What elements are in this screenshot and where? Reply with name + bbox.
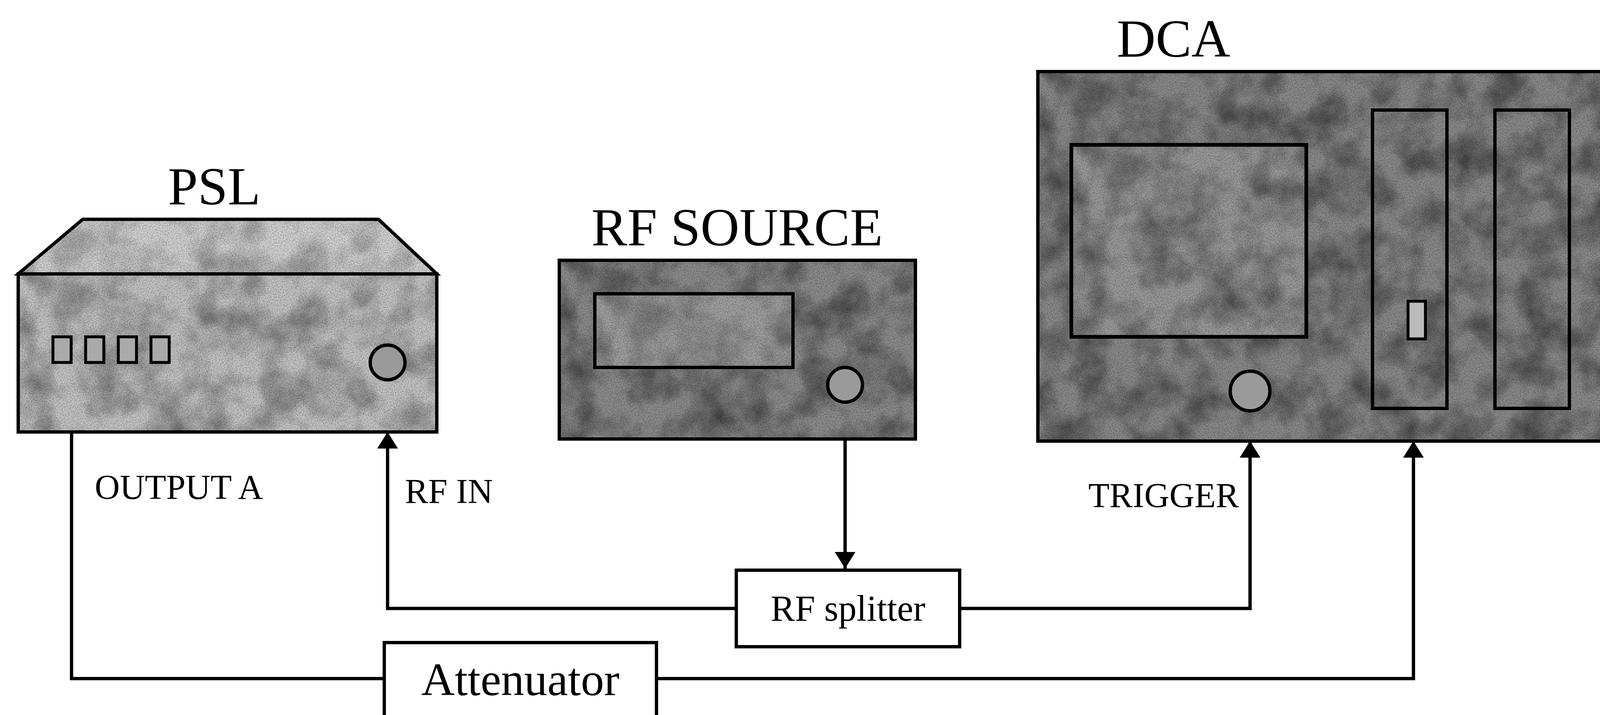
panel-grain — [559, 260, 916, 439]
port-label: OUTPUT A — [94, 467, 264, 508]
panel-grain — [18, 219, 437, 274]
panel-fill — [18, 273, 437, 432]
splitter-box: RF splitter — [734, 568, 962, 649]
cable — [961, 440, 1251, 609]
psl-front — [18, 273, 437, 432]
rf-output-connector — [827, 367, 863, 403]
panel-texture — [559, 260, 916, 439]
optical-input — [1408, 301, 1426, 339]
psl-top — [18, 219, 437, 274]
panel-texture — [1037, 71, 1600, 441]
rf-source-instrument-drawing — [559, 260, 916, 439]
output-port — [52, 336, 72, 363]
instrument-name: PSL — [167, 156, 261, 216]
instrument-name: RF SOURCE — [591, 197, 883, 257]
panel-fill — [1071, 144, 1307, 337]
panel-grain — [594, 293, 793, 368]
instrument-name: DCA — [1116, 9, 1231, 69]
panel-texture — [594, 293, 793, 368]
rf-source-instrument: RF SOURCE — [559, 260, 916, 439]
panel-grain — [1037, 71, 1600, 441]
psl-instrument-drawing — [18, 219, 437, 432]
rf-display — [594, 293, 793, 368]
dca-outline — [1037, 71, 1600, 441]
port-label: TRIGGER — [1088, 475, 1239, 516]
dca-screen — [1071, 144, 1307, 337]
panel-fill — [18, 219, 437, 274]
panel-texture — [18, 219, 437, 274]
panel-grain — [18, 273, 437, 432]
psl-top-outline — [18, 219, 437, 274]
cable — [71, 431, 383, 679]
trigger-connector — [1230, 371, 1270, 411]
panel-grain — [1071, 144, 1307, 337]
box-text: Attenuator — [421, 652, 620, 707]
output-port — [150, 336, 170, 363]
rf-outline — [559, 260, 916, 439]
panel-texture — [1071, 144, 1307, 337]
output-port — [85, 336, 104, 363]
psl-front-outline — [18, 273, 437, 432]
dca-module — [1372, 110, 1447, 409]
dca-instrument-drawing — [1037, 71, 1600, 441]
attenuator-box: Attenuator — [382, 640, 659, 715]
cable — [843, 438, 847, 569]
cable — [387, 431, 735, 609]
rf-in-connector — [370, 344, 405, 380]
panel-texture — [18, 273, 437, 432]
dca-module — [1494, 110, 1570, 409]
psl-instrument: PSL — [18, 219, 437, 432]
output-port — [118, 336, 137, 363]
dca-instrument: DCA — [1037, 71, 1600, 441]
box-text: RF splitter — [770, 587, 926, 630]
cable — [658, 440, 1414, 679]
panel-fill — [559, 260, 916, 439]
panel-fill — [594, 293, 793, 368]
port-label: RF IN — [404, 471, 493, 512]
panel-fill — [1037, 71, 1600, 441]
